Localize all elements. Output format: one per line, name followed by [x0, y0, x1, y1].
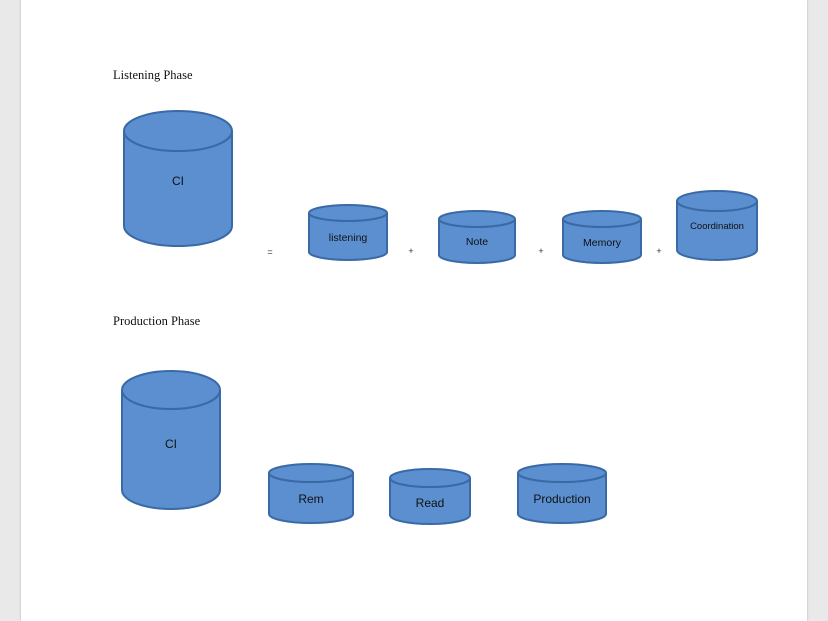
phase-diagram: CI = listening + Note + Memory + Coordin… — [121, 110, 758, 525]
coordination-cylinder: Coordination — [676, 190, 758, 261]
listening-cylinder: listening — [308, 204, 388, 261]
production-phase-heading: Production Phase — [113, 314, 201, 328]
plus-sign-2: + — [538, 246, 543, 256]
document-page: Listening Phase Production Phase CI = li… — [21, 0, 807, 621]
note-label: Note — [466, 236, 488, 248]
plus-sign-1: + — [408, 246, 413, 256]
production-ci-cylinder: CI — [121, 370, 221, 510]
production-cylinder: Production — [517, 463, 607, 524]
equals-sign: = — [267, 247, 272, 257]
coordination-label: Coordination — [690, 221, 744, 232]
plus-sign-3: + — [656, 246, 661, 256]
read-cylinder: Read — [389, 468, 471, 525]
listening-phase-heading: Listening Phase — [113, 68, 193, 82]
listening-ci-cylinder: CI — [123, 110, 233, 247]
listening-ci-label: CI — [172, 174, 184, 188]
listening-label: listening — [329, 232, 368, 244]
read-label: Read — [416, 496, 445, 510]
production-label: Production — [533, 492, 590, 506]
memory-label: Memory — [583, 237, 622, 249]
note-cylinder: Note — [438, 210, 516, 264]
rem-cylinder: Rem — [268, 463, 354, 524]
memory-cylinder: Memory — [562, 210, 642, 264]
rem-label: Rem — [298, 492, 323, 506]
production-ci-label: CI — [165, 437, 177, 451]
